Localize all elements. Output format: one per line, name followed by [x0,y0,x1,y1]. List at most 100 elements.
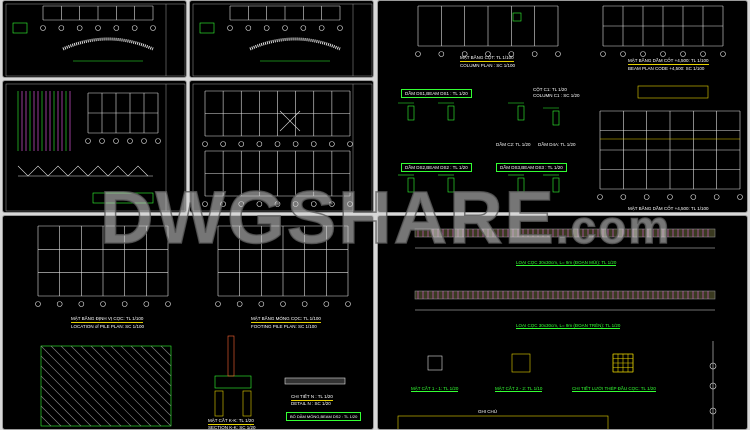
sheet-column-beam-plan: MẶT BẰNG CỘT: TL 1/100 COLUMN PLAN : SC … [377,0,748,213]
column-plan-title: MẶT BẰNG CỘT: TL 1/100 [460,55,514,62]
drawing-line [438,51,445,57]
drawing-line [310,141,317,147]
drawing-line [274,141,281,147]
drawing-line [620,51,626,57]
drawing-line [279,110,301,132]
drawing-line [227,25,233,31]
drawing-line [640,51,646,57]
drawing-line [709,382,717,390]
drawing-line [192,3,373,77]
drawing-line [199,22,215,34]
drawing-line [512,12,522,22]
drawing-line [620,194,627,200]
drawing-line [58,25,65,31]
drawing-line [141,138,147,144]
drawing-line [263,25,270,31]
drawing-line [95,25,101,31]
drawing-line [415,51,421,57]
drawing-line [110,345,172,407]
beam-ds2-title: DẦM DS2,BEAM DS2 : TL 1/20 [401,163,472,172]
drawing-line [214,390,224,417]
beam-d4a-title: DẦM D4A: TL 1/20 [538,142,576,147]
section-22-title: MẶT CẮT 2 - 2: TL 1/10 [495,386,543,392]
beam-plan-bottom-title: MẶT BẰNG DẦM CỐT +4,500: TL 1/100 [628,206,709,211]
drawing-line [274,201,281,207]
drawing-line [447,177,455,193]
drawing-line [414,290,716,300]
drawing-line [407,177,415,193]
drawing-line [680,51,686,57]
drawing-line [85,138,91,144]
drawing-line [130,345,172,387]
detail-n-title: CHI TIẾT N : TL 1/20 [291,394,333,401]
drawing-line [40,345,122,427]
drawing-line [70,345,152,427]
drawing-line [40,355,112,427]
drawing-line [40,415,52,427]
drawing-line [517,105,525,121]
drawing-line [637,85,709,99]
drawing-line [397,415,609,429]
section-11-title: MẶT CẮT 1 - 1: TL 1/20 [411,386,459,392]
drawing-line [256,201,263,207]
drawing-line [143,301,150,307]
drawing-line [40,385,82,427]
drawing-line [131,25,138,31]
sheet-frame-plan [189,80,374,213]
drawing-line [713,194,720,200]
drawing-line [192,83,373,212]
drawing-line [700,51,706,57]
drawing-line [485,51,491,57]
mesh-detail-title: CHI TIẾT LƯỚI THÉP ĐẦU CỌC: TL 1/20 [572,386,656,392]
drawing-line [155,138,161,144]
drawing-line [531,51,538,57]
drawing-line [329,141,335,147]
drawing-line [258,301,265,307]
drawing-line [427,355,443,371]
drawing-line [517,177,525,193]
detail-n-subtitle: DETAIL N : SC 1/20 [291,401,331,406]
drawing-line [60,345,142,427]
drawing-line [709,407,717,415]
drawing-line [120,345,172,397]
beam-c2-title: DẦM C2: TL 1/20 [496,142,531,147]
drawing-line [245,25,252,31]
pile-tip-title: LOẠI CỌC 30x30cm, L= 9m (ĐOẠN MŨI): TL 1… [516,260,617,266]
drawing-line [555,51,561,57]
section-kk-title: MẶT CẮT K-K: TL 1/20 [208,418,254,425]
sheet-pile-details: LOẠI CỌC 30x30cm, L= 9m (ĐOẠN MŨI): TL 1… [377,215,748,430]
drawing-line [414,228,716,238]
drawing-line [447,105,455,121]
drawing-line [17,165,149,177]
drawing-line [690,194,697,200]
drawing-line [310,201,317,207]
beam-plan-top-subtitle: BEAM PLAN CODE +4,500: SC 1/100 [628,66,705,71]
drawing-line [56,301,63,307]
drawing-line [242,390,252,417]
beam-ds1-title: DẦM DS1,BEAM DS1 : TL 1/20 [401,89,472,98]
footing-plan-subtitle: FOOTING PILE PLAN: SC 1/100 [251,324,317,329]
drawing-line [100,301,106,307]
beam-plan-top-title: MẶT BẰNG DẦM CỐT +4,500: TL 1/100 [628,58,709,65]
drawing-line [5,3,186,77]
drawing-line [214,375,252,389]
column-plan-subtitle: COLUMN PLAN : SC 1/100 [460,63,516,68]
drawing-line [113,25,120,31]
drawing-line [280,301,286,307]
drawing-line [347,141,353,147]
drawing-line [76,25,83,31]
drawing-line [347,201,353,207]
drawing-line [227,335,235,377]
drawing-line [511,353,531,373]
drawing-line [220,141,226,147]
drawing-line [236,301,243,307]
drawing-line [5,83,186,212]
drawing-line [40,395,72,427]
drawing-line [709,362,717,370]
drawing-line [323,301,330,307]
drawing-line [737,194,743,200]
drawing-line [284,377,346,385]
drawing-line [150,345,172,367]
beam-ds3-title: DẦM DS3,BEAM DS3 : TL 1/20 [496,163,567,172]
drawing-line [12,22,28,34]
